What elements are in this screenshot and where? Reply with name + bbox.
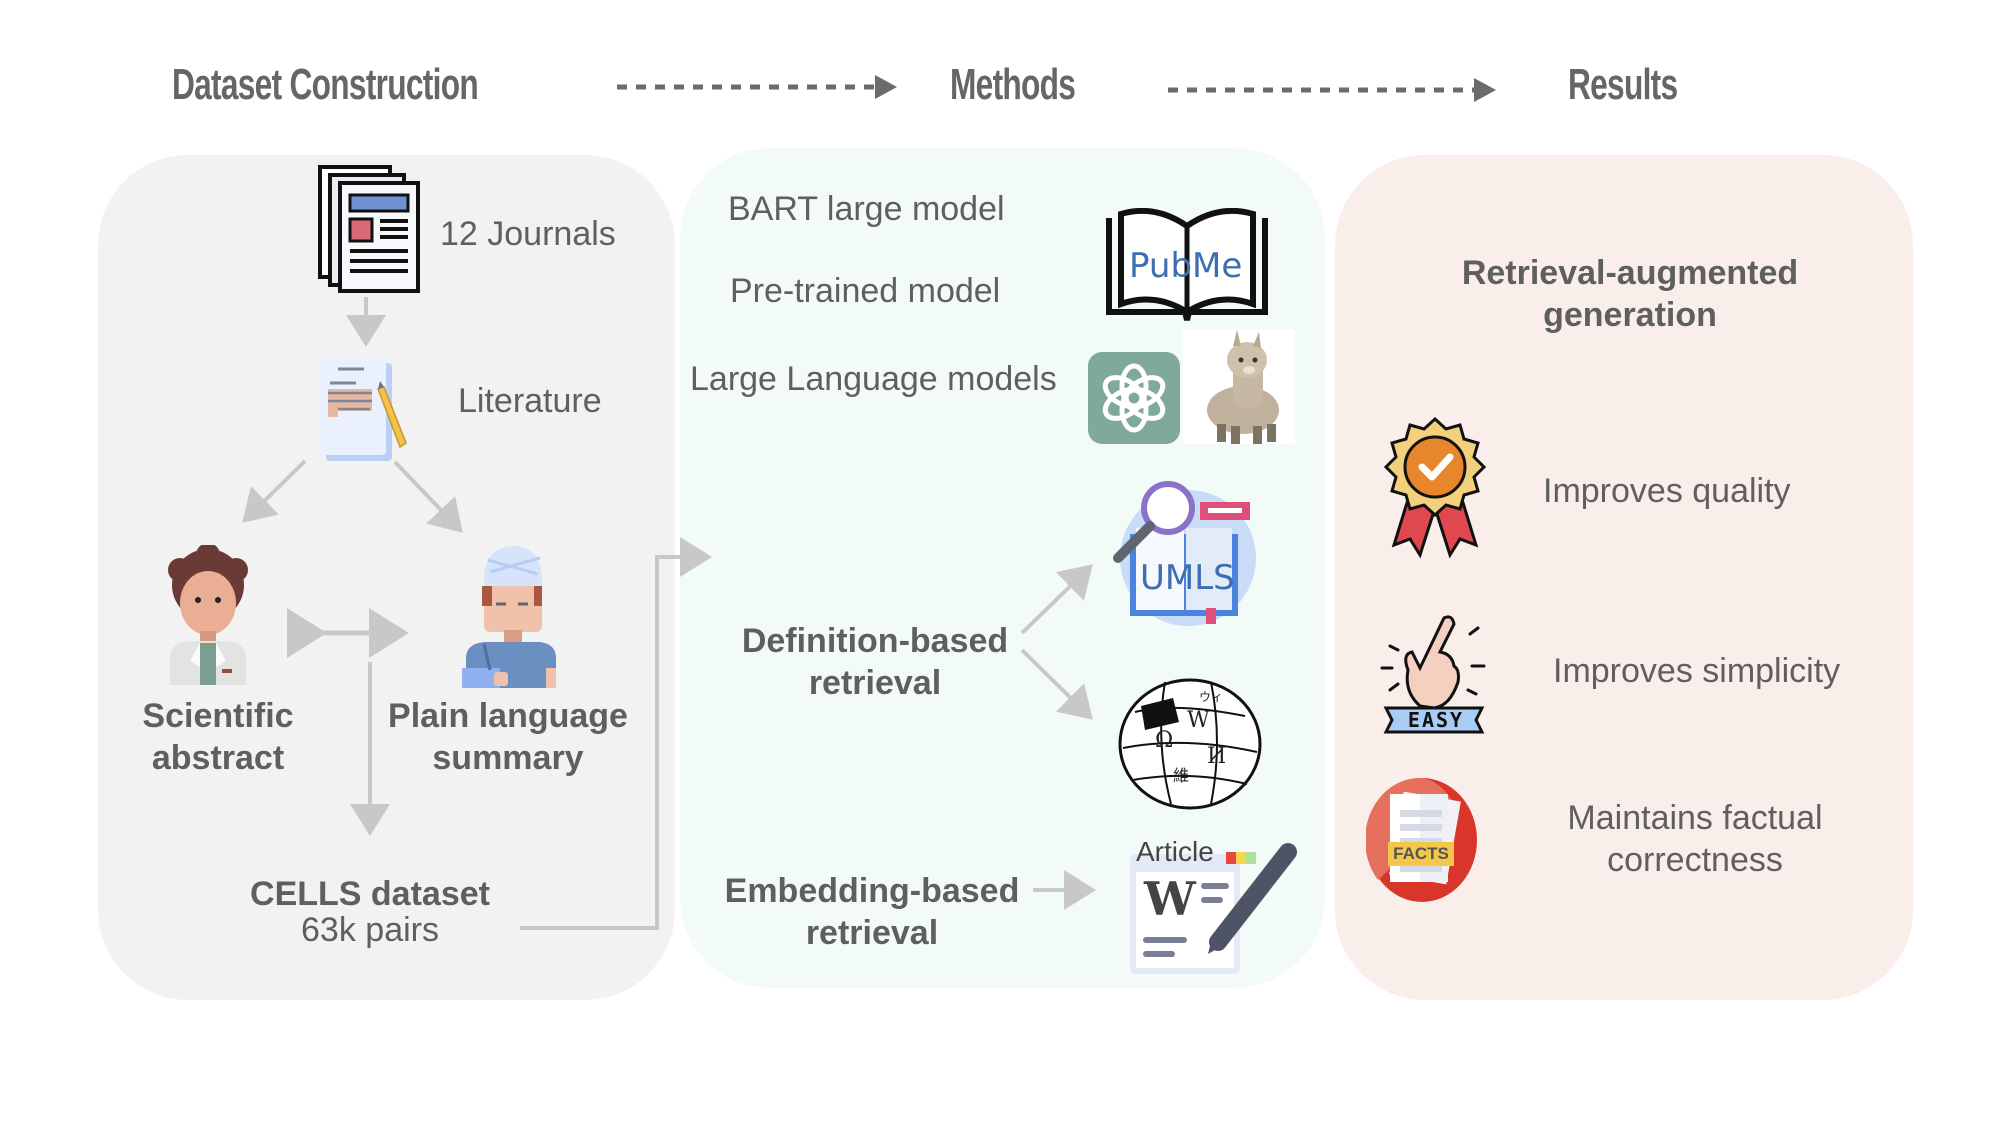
header-arrow-1-head [875, 75, 897, 99]
facts-icon: FACTS [1366, 776, 1478, 904]
wikipedia-globe-icon: W Ω И 維 ウィ [1115, 672, 1265, 812]
llm-label: Large Language models [690, 360, 1057, 398]
article-icon-text: Article [1136, 836, 1214, 867]
umls-icon-text: UMLS [1140, 558, 1235, 598]
pretrained-model-label: Pre-trained model [730, 272, 1001, 310]
journals-label: 12 Journals [440, 215, 616, 253]
outcome-quality-label: Improves quality [1543, 472, 1791, 510]
definition-retrieval-line-2: retrieval [808, 664, 942, 702]
wiki-glyph-kanji: 維 [1173, 766, 1190, 785]
embedding-retrieval-line-2: retrieval [805, 914, 939, 952]
cells-dataset-label: CELLS dataset 63k pairs [230, 875, 510, 947]
arrow-literature-to-abstract [242, 459, 307, 523]
arrow-definition-to-wikipedia [1020, 648, 1093, 720]
facts-badge-text: FACTS [1393, 844, 1449, 863]
rag-title-line-1: Retrieval-augmented [1461, 254, 1799, 292]
arrow-dataset-to-methods [520, 537, 712, 930]
outcome-factual-label: Maintains factual correctness [1520, 797, 1870, 881]
stage-title-results: Results [1568, 60, 1678, 109]
outcome-simplicity-label: Improves simplicity [1553, 652, 1841, 690]
quality-badge-icon [1383, 416, 1487, 559]
wiki-glyph-omega: Ω [1155, 728, 1174, 753]
plain-language-summary-line-2: summary [432, 739, 584, 777]
pubmed-book-icon: PubMe [1105, 208, 1270, 323]
arrow-definition-to-umls [1020, 564, 1093, 635]
scientific-abstract-line-2: abstract [151, 739, 285, 777]
umls-icon: UMLS [1112, 480, 1262, 630]
wiki-glyph-i: И [1207, 744, 1227, 769]
embedding-based-retrieval-label: Embedding-based retrieval [712, 870, 1032, 954]
wiki-glyph-katakana: ウィ [1199, 690, 1224, 704]
scientist-avatar-icon [168, 545, 248, 685]
cells-dataset-size: 63k pairs [301, 911, 439, 949]
plain-language-summary-line-1: Plain language [388, 697, 628, 735]
rag-title: Retrieval-augmented generation [1430, 252, 1830, 336]
easy-hand-icon: EASY [1380, 612, 1490, 734]
patient-avatar-icon [462, 546, 556, 688]
literature-icon [320, 357, 407, 461]
outcome-factual-line-1: Maintains factual [1567, 799, 1823, 837]
literature-label: Literature [458, 382, 602, 420]
article-icon-w: W [1144, 872, 1196, 926]
stage-title-methods: Methods [950, 60, 1076, 109]
bart-model-label: BART large model [728, 190, 1005, 228]
easy-badge-text: EASY [1407, 708, 1465, 732]
scientific-abstract-line-1: Scientific [142, 697, 294, 735]
definition-retrieval-line-1: Definition-based [741, 622, 1009, 660]
wiki-glyph-w: W [1187, 708, 1210, 733]
cells-dataset-title: CELLS dataset [250, 875, 490, 913]
scientific-abstract-label: Scientific abstract [128, 695, 308, 779]
embedding-retrieval-line-1: Embedding-based [724, 872, 1020, 910]
header-arrow-2-head [1474, 78, 1496, 102]
pubmed-icon-text: PubMe [1129, 246, 1243, 286]
definition-based-retrieval-label: Definition-based retrieval [730, 620, 1020, 704]
llama-icon [1183, 330, 1295, 444]
plain-language-summary-label: Plain language summary [383, 695, 633, 779]
rag-title-line-2: generation [1543, 296, 1717, 334]
stage-title-dataset: Dataset Construction [172, 60, 479, 109]
journals-icon [318, 165, 420, 293]
wikipedia-article-icon: Article W [1128, 836, 1318, 977]
openai-chatgpt-icon [1088, 352, 1180, 444]
arrow-literature-to-summary [393, 460, 463, 533]
outcome-factual-line-2: correctness [1607, 841, 1783, 879]
